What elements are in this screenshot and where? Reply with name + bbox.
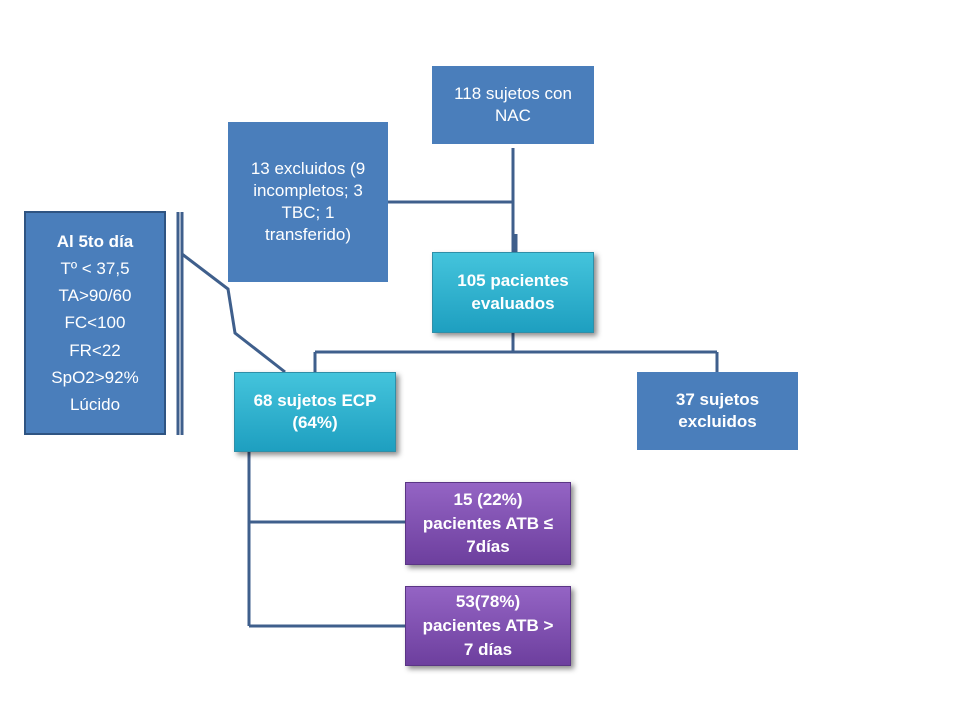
criteria-line: Tº < 37,5	[60, 259, 130, 279]
criteria-line: FR<22	[69, 340, 121, 360]
criteria-line: Lúcido	[69, 394, 121, 414]
node-total: 118 sujetos con NAC	[432, 66, 594, 144]
node-excluded-initial: 13 excluidos (9 incompletos; 3 TBC; 1 tr…	[228, 122, 388, 282]
node-ecp-label: 68 sujetos ECP (64%)	[253, 390, 377, 432]
criteria-title: Al 5to día	[56, 231, 134, 251]
criteria-box: Al 5to día Tº < 37,5 TA>90/60 FC<100 FR<…	[24, 211, 166, 435]
node-evaluated: 105 pacientes evaluados	[432, 252, 594, 333]
criteria-line: SpO2>92%	[51, 367, 139, 387]
criteria-line: FC<100	[64, 313, 126, 333]
criteria-pointer	[181, 252, 286, 374]
node-atb-long-label: 53(78%) pacientes ATB > 7 días	[422, 592, 554, 659]
node-atb-long: 53(78%) pacientes ATB > 7 días	[405, 586, 571, 666]
node-atb-short: 15 (22%) pacientes ATB ≤ 7días	[405, 482, 571, 565]
node-total-label: 118 sujetos con NAC	[454, 83, 572, 125]
criteria-line: TA>90/60	[58, 286, 132, 306]
node-excluded-label: 37 sujetos excluidos	[675, 389, 760, 431]
node-excluded: 37 sujetos excluidos	[637, 372, 798, 450]
node-atb-short-label: 15 (22%) pacientes ATB ≤ 7días	[422, 489, 554, 557]
node-excluded-initial-label: 13 excluidos (9 incompletos; 3 TBC; 1 tr…	[250, 158, 366, 245]
node-ecp: 68 sujetos ECP (64%)	[234, 372, 396, 452]
node-evaluated-label: 105 pacientes evaluados	[457, 271, 569, 313]
